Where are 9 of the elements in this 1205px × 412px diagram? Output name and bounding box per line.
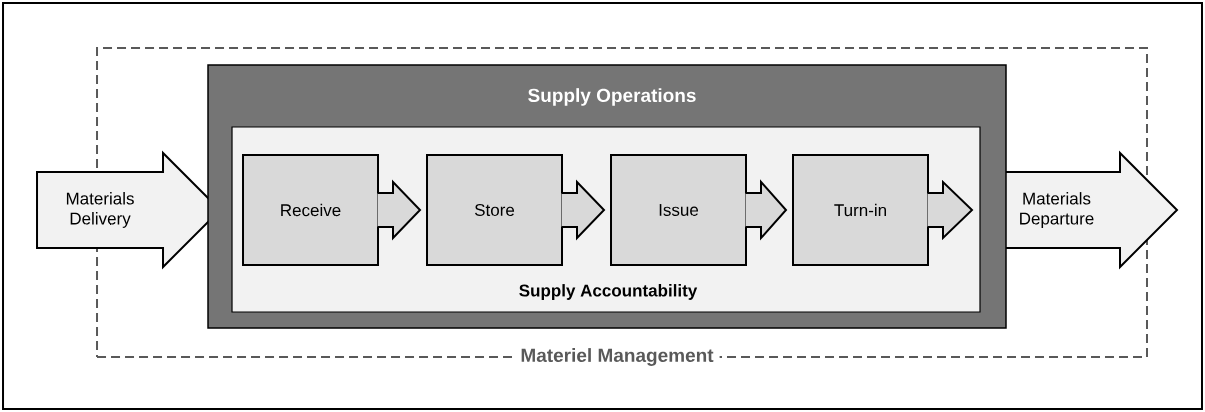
process-box: Store	[426, 154, 563, 266]
process-box: Issue	[610, 154, 747, 266]
process-box: Turn-in	[792, 154, 929, 266]
arrow	[560, 179, 606, 241]
arrow-box: Materials Delivery	[36, 150, 222, 270]
arrow	[926, 179, 974, 241]
arrow	[376, 179, 422, 241]
process-box: Receive	[242, 154, 379, 266]
arrow	[744, 179, 788, 241]
